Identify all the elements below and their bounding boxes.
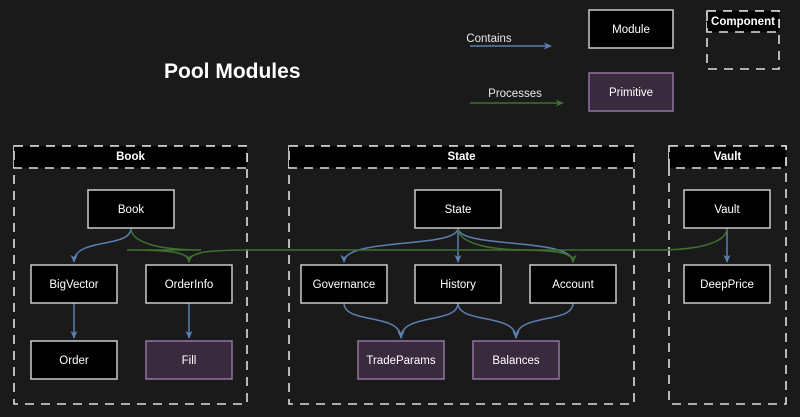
node-bigvector[interactable]: BigVector bbox=[30, 264, 118, 304]
edge-history-to-tradeparams bbox=[397, 302, 459, 339]
node-box-governance[interactable] bbox=[300, 264, 388, 304]
group-label-state: State bbox=[447, 151, 475, 163]
legend-primitive-label: Primitive bbox=[609, 87, 653, 99]
node-label-tradeparams: TradeParams bbox=[366, 355, 435, 367]
node-box-tradeparams[interactable] bbox=[357, 340, 445, 380]
node-label-fill: Fill bbox=[182, 355, 197, 367]
group-container-book: Book bbox=[13, 145, 248, 405]
node-account[interactable]: Account bbox=[529, 264, 617, 304]
node-vault[interactable]: Vault bbox=[683, 189, 771, 229]
node-box-history[interactable] bbox=[414, 264, 502, 304]
group-header-vault bbox=[668, 145, 787, 169]
node-box-order[interactable] bbox=[30, 340, 118, 380]
edge-state-to-governance bbox=[340, 227, 459, 263]
node-book[interactable]: Book bbox=[87, 189, 175, 229]
node-box-book[interactable] bbox=[87, 189, 175, 229]
node-deepprice[interactable]: DeepPrice bbox=[683, 264, 771, 304]
edge-book-to-bigvector bbox=[70, 227, 132, 263]
legend: Contains Processes Module Primitive Comp… bbox=[466, 9, 780, 112]
node-box-state[interactable] bbox=[414, 189, 502, 229]
group-label-vault: Vault bbox=[714, 151, 742, 163]
node-governance[interactable]: Governance bbox=[300, 264, 388, 304]
edge-governance-to-tradeparams bbox=[343, 302, 405, 339]
node-label-state: State bbox=[445, 204, 472, 216]
node-box-balances[interactable] bbox=[472, 340, 560, 380]
node-history[interactable]: History bbox=[414, 264, 502, 304]
node-label-order: Order bbox=[59, 355, 89, 367]
edge-vault-to-orderinfo bbox=[185, 227, 728, 263]
edge-state-to-account bbox=[457, 227, 577, 263]
edge-state-to-account bbox=[457, 227, 577, 263]
edge-history-to-balances bbox=[457, 302, 520, 339]
edge-book-to-orderinfo bbox=[126, 227, 202, 263]
node-balances[interactable]: Balances bbox=[472, 340, 560, 380]
node-state[interactable]: State bbox=[414, 189, 502, 229]
legend-edge-processes: Processes bbox=[470, 88, 564, 107]
group-container-state: State bbox=[288, 145, 635, 405]
node-label-orderinfo: OrderInfo bbox=[165, 279, 214, 291]
group-outline-vault bbox=[668, 145, 787, 405]
legend-shape-primitive: Primitive bbox=[588, 72, 674, 112]
node-label-history: History bbox=[440, 279, 476, 291]
node-tradeparams[interactable]: TradeParams bbox=[357, 340, 445, 380]
legend-module-label: Module bbox=[612, 24, 650, 36]
node-box-fill[interactable] bbox=[145, 340, 233, 380]
node-order[interactable]: Order bbox=[30, 340, 118, 380]
node-box-deepprice[interactable] bbox=[683, 264, 771, 304]
node-label-deepprice: DeepPrice bbox=[700, 279, 754, 291]
legend-shape-component: Component bbox=[706, 10, 780, 70]
legend-edge-contains: Contains bbox=[466, 33, 552, 50]
node-label-balances: Balances bbox=[492, 355, 540, 367]
legend-component-header bbox=[706, 10, 780, 33]
node-label-vault: Vault bbox=[714, 204, 740, 216]
group-header-book bbox=[13, 145, 248, 169]
edge-account-to-balances bbox=[512, 302, 574, 339]
group-outline-state bbox=[288, 145, 635, 405]
node-label-account: Account bbox=[552, 279, 594, 291]
group-header-state bbox=[288, 145, 635, 169]
node-label-book: Book bbox=[118, 204, 144, 216]
page-title: Pool Modules bbox=[164, 60, 301, 83]
legend-processes-label: Processes bbox=[488, 88, 542, 100]
legend-shape-module: Module bbox=[588, 9, 674, 49]
node-label-bigvector: BigVector bbox=[49, 279, 98, 291]
node-orderinfo[interactable]: OrderInfo bbox=[145, 264, 233, 304]
legend-module-box bbox=[588, 9, 674, 49]
node-box-orderinfo[interactable] bbox=[145, 264, 233, 304]
node-box-bigvector[interactable] bbox=[30, 264, 118, 304]
legend-contains-label: Contains bbox=[466, 33, 512, 45]
node-label-governance: Governance bbox=[313, 279, 376, 291]
node-box-vault[interactable] bbox=[683, 189, 771, 229]
node-fill[interactable]: Fill bbox=[145, 340, 233, 380]
group-container-vault: Vault bbox=[668, 145, 787, 405]
edges-layer bbox=[70, 227, 731, 339]
group-label-book: Book bbox=[116, 151, 145, 163]
legend-component-label: Component bbox=[711, 16, 775, 28]
legend-primitive-box bbox=[588, 72, 674, 112]
node-box-account[interactable] bbox=[529, 264, 617, 304]
